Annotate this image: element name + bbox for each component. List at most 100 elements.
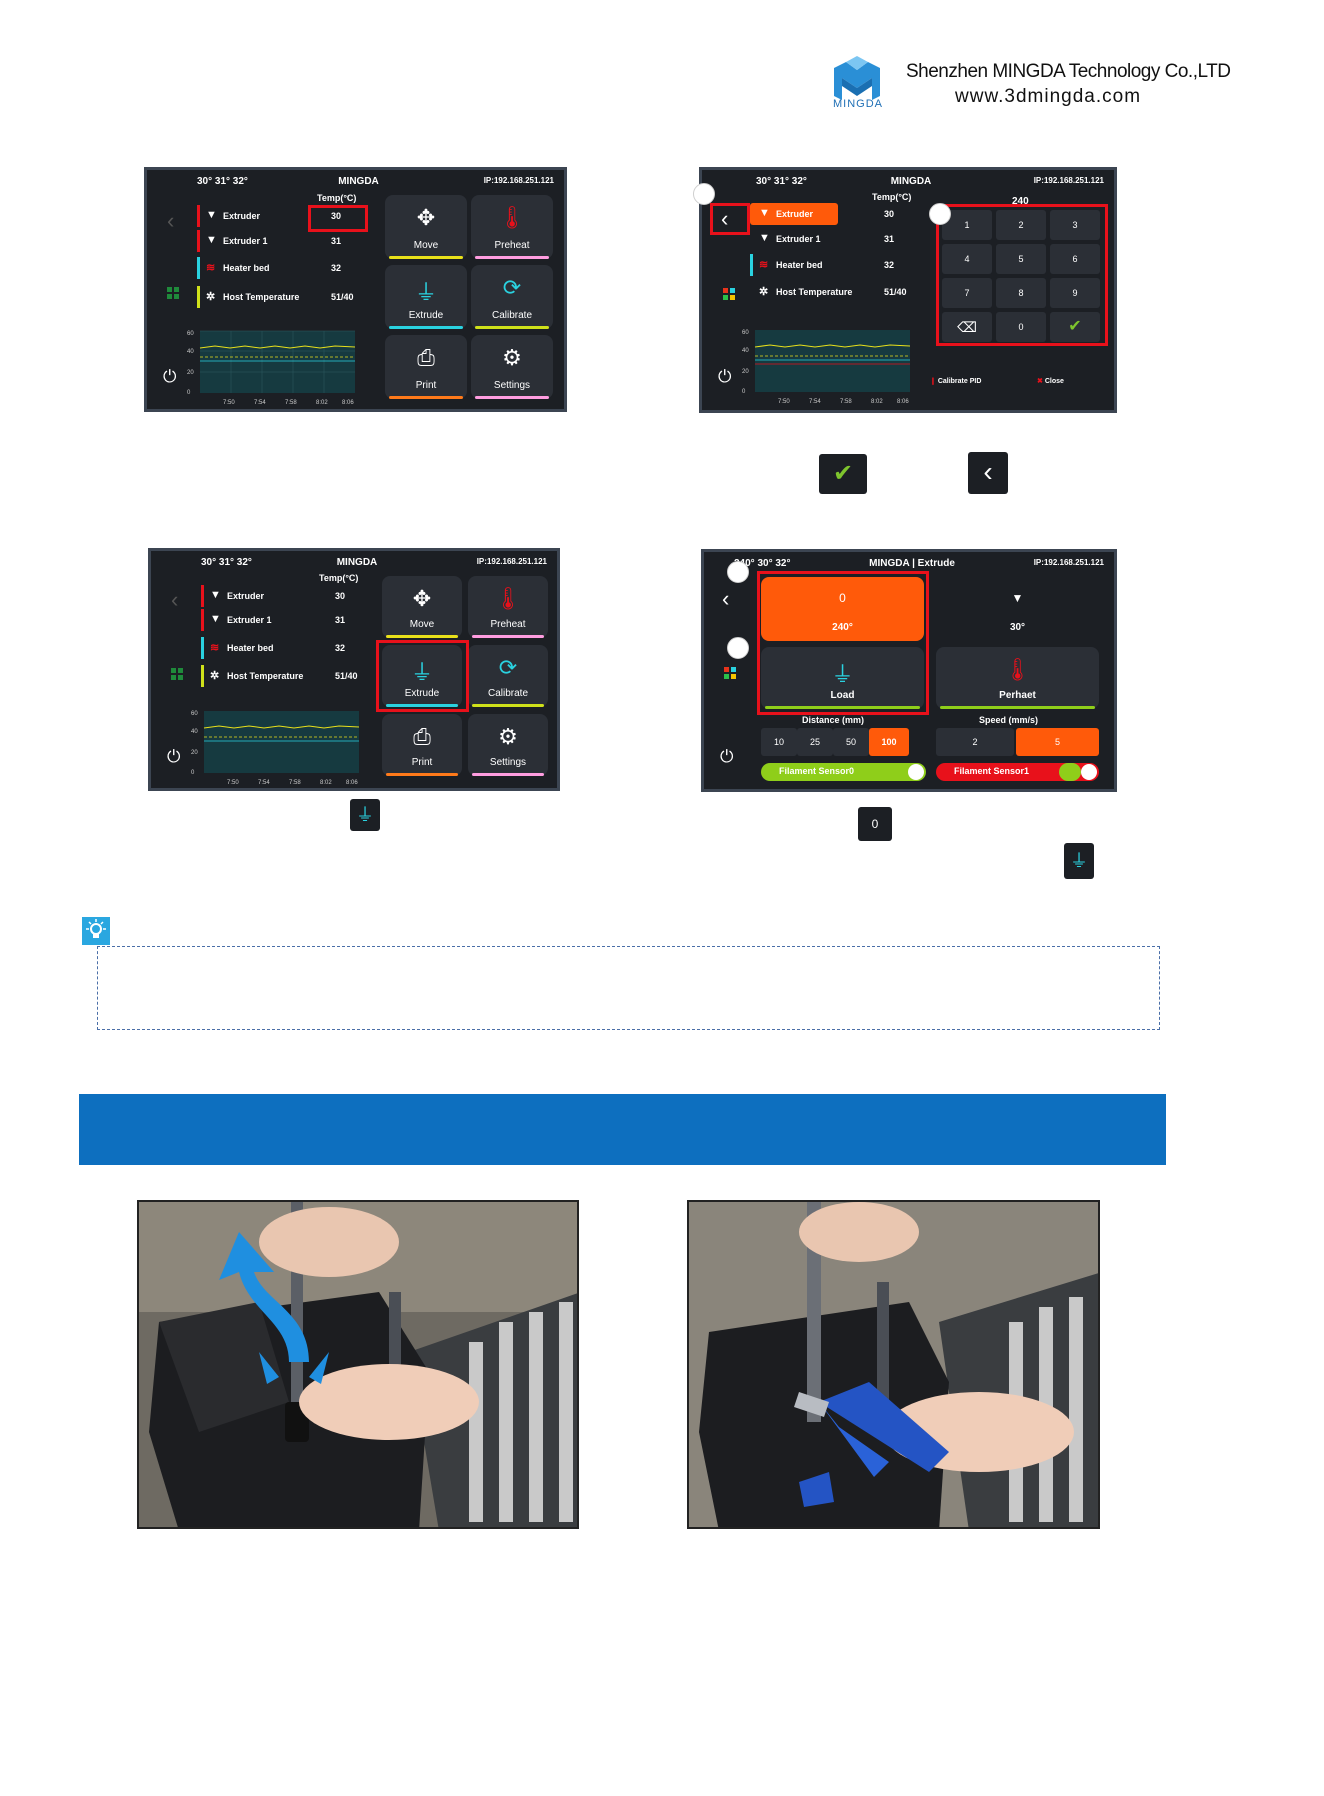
settings-tile[interactable]: ⚙Settings xyxy=(468,714,548,776)
y-tick: 20 xyxy=(742,369,749,375)
extruder-icon: ⏚ xyxy=(1064,843,1094,879)
filament-sensor0-toggle[interactable]: Filament Sensor0 xyxy=(761,763,926,781)
y-tick: 40 xyxy=(742,348,749,354)
x-tick: 7:54 xyxy=(258,780,270,786)
key-9[interactable]: 9 xyxy=(1050,278,1100,308)
apps-grid-icon[interactable] xyxy=(723,288,735,300)
back-arrow-icon[interactable]: ‹ xyxy=(167,208,175,233)
x-tick: 7:54 xyxy=(809,399,821,405)
calibrate-tile[interactable]: ⟳Calibrate xyxy=(471,265,553,329)
distance-10[interactable]: 10 xyxy=(761,728,797,756)
key-3[interactable]: 3 xyxy=(1050,210,1100,240)
apps-grid-icon[interactable] xyxy=(167,287,179,299)
ip-address: IP:192.168.251.121 xyxy=(476,557,547,566)
key-5[interactable]: 5 xyxy=(996,244,1046,274)
nozzle-icon: ▼ xyxy=(1011,591,1024,605)
key-7[interactable]: 7 xyxy=(942,278,992,308)
extrude-controls-highlight xyxy=(757,571,929,715)
calibrate-pid-button[interactable]: ❙ Calibrate PID xyxy=(930,378,982,385)
move-tile[interactable]: ✥Move xyxy=(382,576,462,638)
nozzle2-temp-tile[interactable]: ▼30° xyxy=(936,577,1099,641)
temp-column-header: Temp(°C) xyxy=(319,573,359,583)
distance-100[interactable]: 100 xyxy=(869,728,909,756)
nozzle-icon: ▼ xyxy=(206,209,217,221)
y-tick: 20 xyxy=(191,750,198,756)
power-icon[interactable]: ⏻ xyxy=(167,747,181,766)
distance-25[interactable]: 25 xyxy=(797,728,833,756)
power-icon[interactable]: ⏻ xyxy=(718,367,732,386)
load-tile[interactable]: ⏚Load xyxy=(761,647,924,709)
key-4[interactable]: 4 xyxy=(942,244,992,274)
section-banner xyxy=(79,1094,1166,1165)
calibrate-tile[interactable]: ⟳Calibrate xyxy=(468,645,548,707)
apps-grid-icon[interactable] xyxy=(724,667,736,679)
step-badge-1 xyxy=(727,561,749,583)
extrude-tile[interactable]: ⏚Extrude xyxy=(385,265,467,329)
print-tile[interactable]: ⎙Print xyxy=(382,714,462,776)
thermometer-icon: 🌡︎ xyxy=(498,205,526,230)
key-0[interactable]: 0 xyxy=(996,312,1046,342)
apps-grid-icon[interactable] xyxy=(171,668,183,680)
touchscreen-extrude: 240° 30° 32° MINGDA | Extrude IP:192.168… xyxy=(701,549,1117,792)
filament-sensor1-toggle[interactable]: Filament Sensor1 xyxy=(936,763,1099,781)
key-2[interactable]: 2 xyxy=(996,210,1046,240)
preheat-tile[interactable]: 🌡︎Preheat xyxy=(468,576,548,638)
extruder-icon: ⏚ xyxy=(350,799,380,831)
back-arrow-icon[interactable]: ‹ xyxy=(721,206,729,231)
extrude-tile[interactable]: ⏚Extrude xyxy=(382,645,462,707)
calibrate-icon: ⟳ xyxy=(502,275,522,300)
back-arrow-icon[interactable]: ‹ xyxy=(722,586,730,611)
speed-2[interactable]: 2 xyxy=(936,728,1014,756)
back-arrow-icon[interactable]: ‹ xyxy=(171,587,179,612)
calibrate-icon: ⟳ xyxy=(498,655,518,680)
preheat-tile[interactable]: 🌡︎Preheat xyxy=(471,195,553,259)
nozzle-icon: ▼ xyxy=(210,589,221,601)
perhaet-tile[interactable]: 🌡︎Perhaet xyxy=(936,647,1099,709)
print-tile[interactable]: ⎙Print xyxy=(385,335,467,399)
status-temps: 30° 31° 32° xyxy=(201,557,252,568)
y-tick: 0 xyxy=(742,389,746,395)
move-tile[interactable]: ✥Move xyxy=(385,195,467,259)
temperature-chart: 60 40 20 0 7:50 7:54 7:58 8:02 8:06 xyxy=(191,711,360,786)
distance-50[interactable]: 50 xyxy=(833,728,869,756)
status-temps: 30° 31° 32° xyxy=(756,176,807,187)
distance-label: Distance (mm) xyxy=(802,715,865,725)
gear-icon: ✲ xyxy=(206,291,216,303)
power-icon[interactable]: ⏻ xyxy=(720,747,734,766)
thermometer-icon: 🌡︎ xyxy=(494,586,522,611)
heater-bed-icon: ≋ xyxy=(210,642,220,654)
mingda-logo-icon xyxy=(834,56,880,100)
confirm-check-icon[interactable]: ✔ xyxy=(1050,312,1100,342)
settings-tile[interactable]: ⚙Settings xyxy=(471,335,553,399)
back-arrow-icon: ‹ xyxy=(968,452,1008,494)
thermometer-icon: 🌡︎ xyxy=(1003,657,1032,682)
ip-address: IP:192.168.251.121 xyxy=(1033,558,1104,567)
gears-icon: ⚙ xyxy=(502,345,522,370)
speed-5[interactable]: 5 xyxy=(1016,728,1099,756)
key-8[interactable]: 8 xyxy=(996,278,1046,308)
company-website: www.3dmingda.com xyxy=(955,86,1142,107)
x-tick: 7:58 xyxy=(840,399,852,405)
heater-bed-icon: ≋ xyxy=(759,259,769,271)
x-tick: 7:58 xyxy=(289,780,301,786)
keypad-display: 240 xyxy=(1012,196,1029,207)
power-icon[interactable]: ⏻ xyxy=(163,367,177,386)
backspace-icon[interactable]: ⌫ xyxy=(942,312,992,342)
close-button[interactable]: ✖ Close xyxy=(1037,378,1064,385)
step-badge-2 xyxy=(727,637,749,659)
key-6[interactable]: 6 xyxy=(1050,244,1100,274)
temperature-chart: 60 40 20 0 7:50 7:54 7:58 8:02 8:06 xyxy=(742,330,911,405)
